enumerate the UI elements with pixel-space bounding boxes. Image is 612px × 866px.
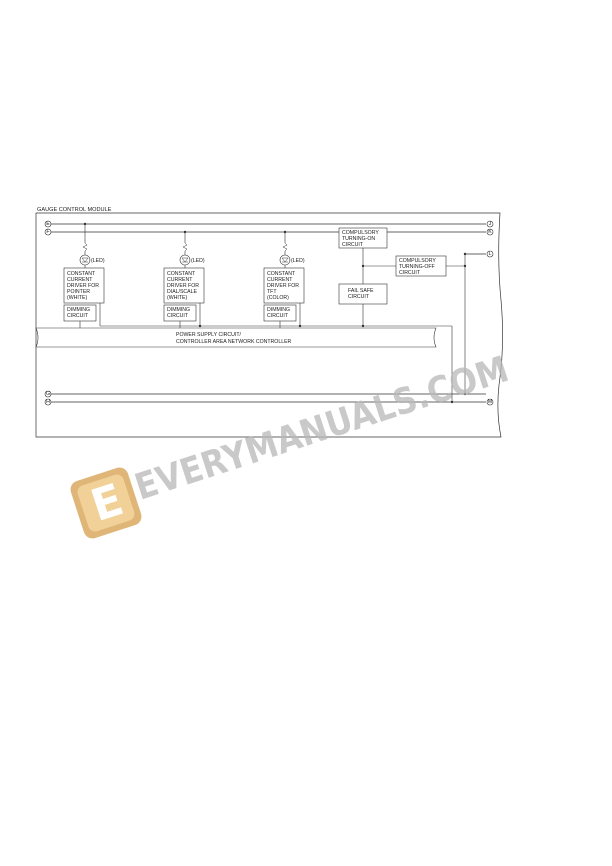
svg-text:TFT: TFT <box>267 289 277 295</box>
svg-text:TURNING-ON: TURNING-ON <box>342 236 375 242</box>
terminal-J: J <box>486 220 494 228</box>
led-icon <box>179 254 191 266</box>
led-label: (LED) <box>191 258 205 264</box>
led-icon <box>79 254 91 266</box>
module-title: GAUGE CONTROL MODULE <box>37 207 112 213</box>
driver-column-tft: (LED) CONSTANT CURRENT DRIVER FOR TFT (C… <box>263 230 305 328</box>
svg-text:(WHITE): (WHITE) <box>67 295 87 301</box>
svg-text:CIRCUIT: CIRCUIT <box>342 242 364 248</box>
svg-text:DIMMING: DIMMING <box>267 307 290 313</box>
led-label: (LED) <box>291 258 305 264</box>
svg-text:CURRENT: CURRENT <box>67 277 93 283</box>
svg-text:M: M <box>488 399 492 405</box>
terminal-E: E <box>44 220 52 228</box>
svg-text:CURRENT: CURRENT <box>267 277 293 283</box>
svg-text:CIRCUIT: CIRCUIT <box>348 294 370 300</box>
terminal-K: K <box>486 228 494 236</box>
svg-text:L: L <box>489 251 492 257</box>
svg-text:CONTROLLER AREA NETWORK CONTRO: CONTROLLER AREA NETWORK CONTROLLER <box>176 339 292 345</box>
svg-text:CONSTANT: CONSTANT <box>267 271 296 277</box>
svg-text:COMPULSORY: COMPULSORY <box>342 230 379 236</box>
svg-text:G: G <box>46 391 50 397</box>
svg-text:DIAL/SCALE: DIAL/SCALE <box>167 289 198 295</box>
svg-text:CIRCUIT: CIRCUIT <box>167 313 189 319</box>
svg-text:E: E <box>46 221 50 227</box>
svg-text:COMPULSORY: COMPULSORY <box>399 258 436 264</box>
power-supply-block: POWER SUPPLY CIRCUIT/ CONTROLLER AREA NE… <box>35 327 437 348</box>
svg-text:DRIVER FOR: DRIVER FOR <box>267 283 299 289</box>
svg-text:F: F <box>46 229 49 235</box>
svg-text:J: J <box>489 221 492 227</box>
led-label: (LED) <box>91 258 105 264</box>
compulsory-turning-on-block: COMPULSORY TURNING-ON CIRCUIT <box>338 227 388 249</box>
terminal-L: L <box>486 250 494 258</box>
svg-text:CIRCUIT: CIRCUIT <box>399 270 421 276</box>
control-line <box>100 252 467 404</box>
watermark-text: EVERYMANUALS.COM <box>130 349 514 509</box>
svg-text:CONSTANT: CONSTANT <box>167 271 196 277</box>
driver-column-pointer: (LED) CONSTANT CURRENT DRIVER FOR POINTE… <box>63 222 105 328</box>
svg-text:POWER SUPPLY CIRCUIT/: POWER SUPPLY CIRCUIT/ <box>176 332 242 338</box>
svg-text:(WHITE): (WHITE) <box>167 295 187 301</box>
module-outline <box>35 212 503 438</box>
svg-text:DIMMING: DIMMING <box>67 307 90 313</box>
fail-safe-block: FAIL SAFE CIRCUIT <box>338 283 388 305</box>
watermark: E EVERYMANUALS.COM <box>70 349 514 539</box>
svg-text:(COLOR): (COLOR) <box>267 295 289 301</box>
svg-text:DRIVER FOR: DRIVER FOR <box>67 283 99 289</box>
svg-text:FAIL SAFE: FAIL SAFE <box>348 288 374 294</box>
led-icon <box>279 254 291 266</box>
driver-column-dial-scale: (LED) CONSTANT CURRENT DRIVER FOR DIAL/S… <box>163 230 205 328</box>
terminal-M: M <box>486 398 494 406</box>
compulsory-turning-off-block: COMPULSORY TURNING-OFF CIRCUIT <box>395 255 447 277</box>
terminal-F: F <box>44 228 52 236</box>
svg-text:CIRCUIT: CIRCUIT <box>67 313 89 319</box>
driver-box <box>63 267 105 304</box>
svg-text:CURRENT: CURRENT <box>167 277 193 283</box>
terminal-G: G <box>44 390 52 398</box>
svg-text:H: H <box>46 399 50 405</box>
svg-text:TURNING-OFF: TURNING-OFF <box>399 264 435 270</box>
driver-box <box>163 267 205 304</box>
compulsory-wiring <box>361 248 467 326</box>
svg-text:DRIVER FOR: DRIVER FOR <box>167 283 199 289</box>
svg-text:CONSTANT: CONSTANT <box>67 271 96 277</box>
bus-lines <box>51 223 486 403</box>
svg-text:K: K <box>488 229 492 235</box>
svg-text:CIRCUIT: CIRCUIT <box>267 313 289 319</box>
svg-text:DIMMING: DIMMING <box>167 307 190 313</box>
svg-text:POINTER: POINTER <box>67 289 90 295</box>
terminal-H: H <box>44 398 52 406</box>
everymanuals-logo-icon: E <box>70 467 142 539</box>
driver-box <box>263 267 305 304</box>
